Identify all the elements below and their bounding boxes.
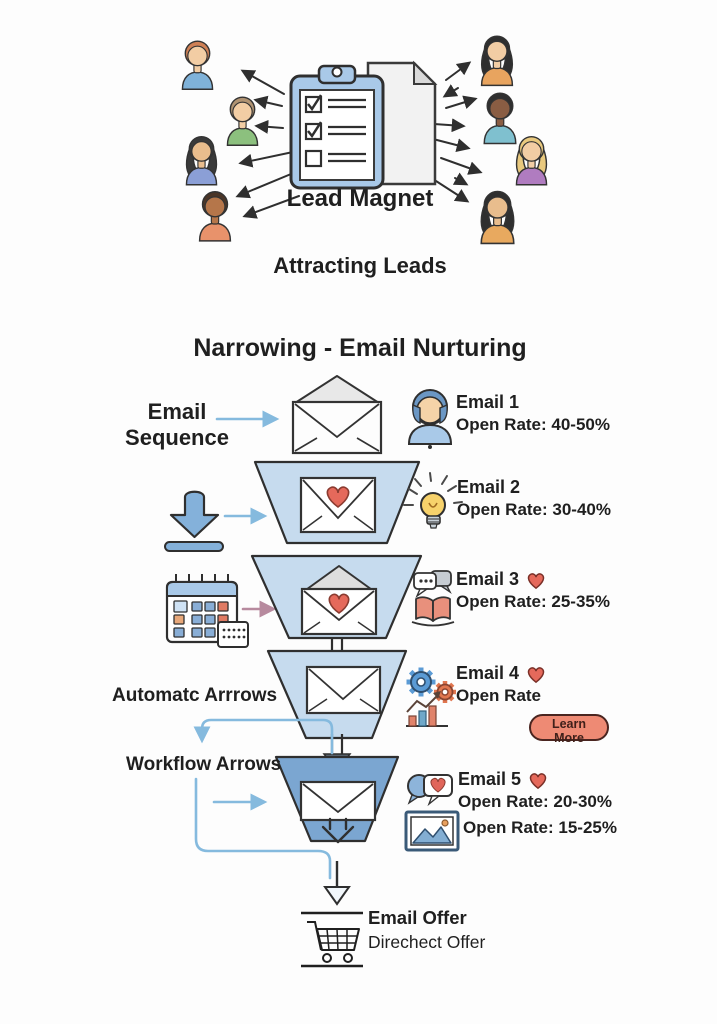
- person-avatar: [180, 128, 223, 187]
- person-avatar-figure: [198, 191, 232, 242]
- email-5-note: Email 5 Open Rate: 20-30% Open Rate: 15-…: [458, 768, 617, 840]
- heart-icon: [527, 770, 549, 790]
- email-2-open-rate: Open Rate: 30-40%: [457, 500, 611, 520]
- envelope-open-heart-icon: [300, 565, 378, 636]
- nurture-section-title: Narrowing - Email Nurturing: [193, 334, 527, 362]
- workflow-elbow-arrow-top: [193, 718, 334, 755]
- email-1-label: Email 1: [456, 392, 520, 412]
- email-2-note: Email 2 Open Rate: 30-40%: [457, 476, 611, 521]
- email-3-label: Email 3: [456, 569, 520, 589]
- email-4-note: Email 4 Open Rate: [456, 662, 547, 707]
- heart-icon: [525, 570, 547, 590]
- workflow-arrows-label: Workflow Arrows: [126, 754, 282, 775]
- person-avatar-figure: [515, 136, 548, 186]
- person-avatar: [176, 33, 219, 91]
- subscriber-person-icon: [407, 389, 453, 449]
- lightbulb-icon: [403, 472, 463, 529]
- chat-heart-and-image-icon: [404, 774, 460, 852]
- gears-and-chart-icon: [406, 667, 456, 727]
- email-sequence-label: Email Sequence: [125, 399, 229, 451]
- person-avatar: [221, 89, 264, 147]
- final-down-arrow: [323, 861, 351, 906]
- email-1-note: Email 1 Open Rate: 40-50%: [456, 391, 610, 436]
- workflow-elbow-line-bottom: [194, 777, 332, 880]
- email-2-label: Email 2: [457, 477, 521, 497]
- email-4-open-rate: Open Rate: [456, 686, 542, 706]
- learn-more-button[interactable]: Learn More: [529, 714, 609, 745]
- person-avatar: [475, 28, 519, 87]
- radiating-arrows-right: [432, 61, 483, 203]
- email-offer-title: Email Offer: [368, 907, 467, 928]
- person-avatar-figure: [480, 35, 514, 87]
- radiating-arrows-left: [235, 69, 300, 219]
- download-arrow-icon: [164, 490, 224, 552]
- offer-block: Email Offer Direchect Offer: [368, 906, 485, 955]
- envelope-icon: [299, 780, 377, 822]
- person-avatar-figure: [181, 40, 214, 90]
- person-avatar-figure: [226, 96, 259, 146]
- email-5-open-rate: Open Rate: 20-30%: [458, 792, 612, 812]
- lead-magnet-label: Lead Magnet: [286, 185, 434, 212]
- person-avatar: [193, 183, 237, 243]
- person-avatar-figure: [480, 190, 515, 245]
- envelope-heart-icon: [299, 476, 377, 534]
- heart-icon: [525, 664, 547, 684]
- clipboard-checklist-icon: [289, 60, 438, 190]
- attracting-leads-caption: Attracting Leads: [273, 253, 447, 278]
- person-avatar: [474, 183, 521, 245]
- double-chevron-down-icon: [321, 817, 355, 844]
- direct-offer-subtitle: Direchect Offer: [368, 931, 486, 952]
- person-avatar: [477, 85, 523, 145]
- email-5-open-rate-2: Open Rate: 15-25%: [463, 818, 617, 838]
- email-4-label: Email 4: [456, 663, 520, 683]
- envelope-open-icon: [291, 375, 383, 455]
- person-avatar-figure: [483, 92, 517, 145]
- person-avatar-figure: [185, 136, 218, 186]
- email-5-label: Email 5: [458, 769, 522, 789]
- person-avatar: [510, 128, 553, 187]
- calendar-icon: [165, 574, 249, 648]
- email-3-note: Email 3 Open Rate: 25-35%: [456, 568, 610, 613]
- email-3-open-rate: Open Rate: 25-35%: [456, 592, 610, 612]
- email-1-open-rate: Open Rate: 40-50%: [456, 415, 610, 435]
- chat-and-book-icon: [411, 570, 455, 627]
- automatic-arrows-label: Automatc Arrrows: [112, 685, 278, 706]
- envelope-icon: [305, 665, 382, 715]
- shopping-cart-icon: [301, 911, 363, 968]
